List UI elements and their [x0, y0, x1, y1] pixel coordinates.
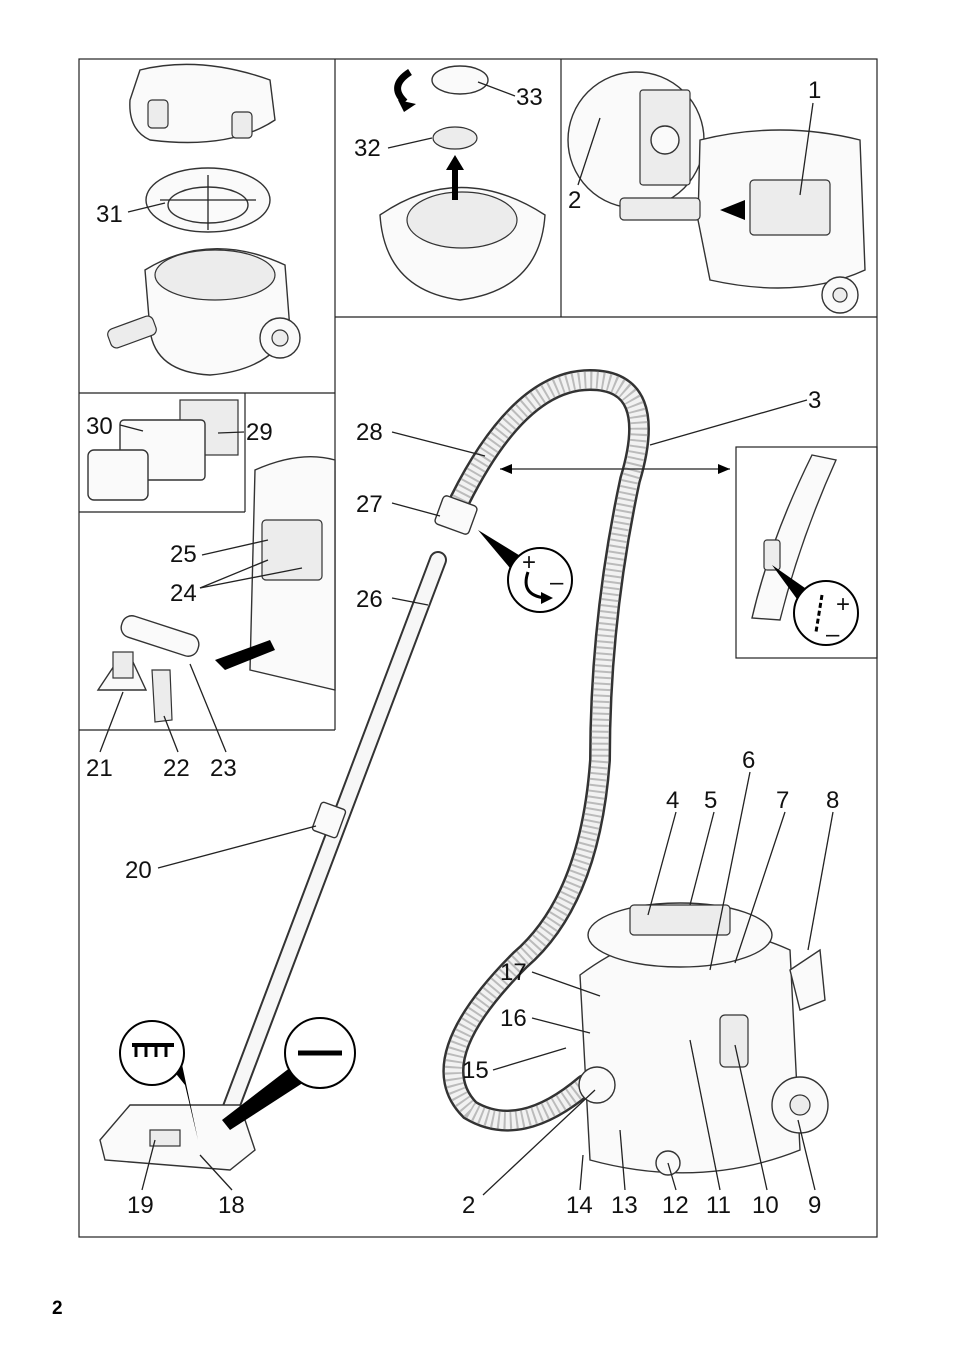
label-16: 16 — [500, 1005, 527, 1032]
label-4: 4 — [666, 787, 679, 814]
label-25: 25 — [170, 541, 197, 568]
label-32: 32 — [354, 135, 381, 162]
accessories-illustration — [96, 456, 336, 723]
main-vacuum-illustration — [99, 368, 829, 1176]
label-14: 14 — [566, 1192, 593, 1219]
label-23: 23 — [210, 755, 237, 782]
leader-lines — [99, 81, 834, 1196]
cover-filter-illustration — [379, 65, 546, 301]
handle-detail-illustration — [751, 454, 837, 621]
label-12: 12 — [662, 1192, 689, 1219]
minus-symbol-handle: – — [826, 621, 840, 648]
plus-symbol-tube: + — [522, 549, 536, 576]
label-20: 20 — [125, 857, 152, 884]
label-10: 10 — [752, 1192, 779, 1219]
page-number: 2 — [52, 1298, 63, 1319]
label-3: 3 — [808, 387, 821, 414]
label-15: 15 — [462, 1057, 489, 1084]
label-2-bottom: 2 — [462, 1192, 475, 1219]
label-2-top: 2 — [568, 187, 581, 214]
label-31: 31 — [96, 201, 123, 228]
callout-circles: + – + – — [119, 530, 859, 1140]
label-22: 22 — [163, 755, 190, 782]
label-19: 19 — [127, 1192, 154, 1219]
label-17: 17 — [500, 959, 527, 986]
exhaust-filter-illustration — [87, 399, 239, 501]
label-1: 1 — [808, 77, 821, 104]
label-9: 9 — [808, 1192, 821, 1219]
minus-symbol-tube: – — [550, 569, 564, 596]
plus-symbol-handle: + — [836, 591, 850, 618]
label-8: 8 — [826, 787, 839, 814]
label-11: 11 — [706, 1192, 731, 1219]
label-27: 27 — [356, 491, 383, 518]
label-5: 5 — [704, 787, 717, 814]
label-30: 30 — [86, 413, 113, 440]
dust-bag-illustration — [567, 71, 866, 314]
label-18: 18 — [218, 1192, 245, 1219]
brush-icon — [132, 1043, 174, 1057]
label-26: 26 — [356, 586, 383, 613]
label-7: 7 — [776, 787, 789, 814]
label-33: 33 — [516, 84, 543, 111]
part-numbers: 1 2 3 4 5 6 7 8 9 10 11 12 13 14 2 15 16… — [86, 77, 839, 1219]
filter-basket-illustration — [107, 63, 301, 376]
label-21: 21 — [86, 755, 113, 782]
label-28: 28 — [356, 419, 383, 446]
hose-length-arrows — [500, 464, 730, 474]
label-29: 29 — [246, 419, 273, 446]
label-6: 6 — [742, 747, 755, 774]
label-13: 13 — [611, 1192, 638, 1219]
label-24: 24 — [170, 580, 197, 607]
